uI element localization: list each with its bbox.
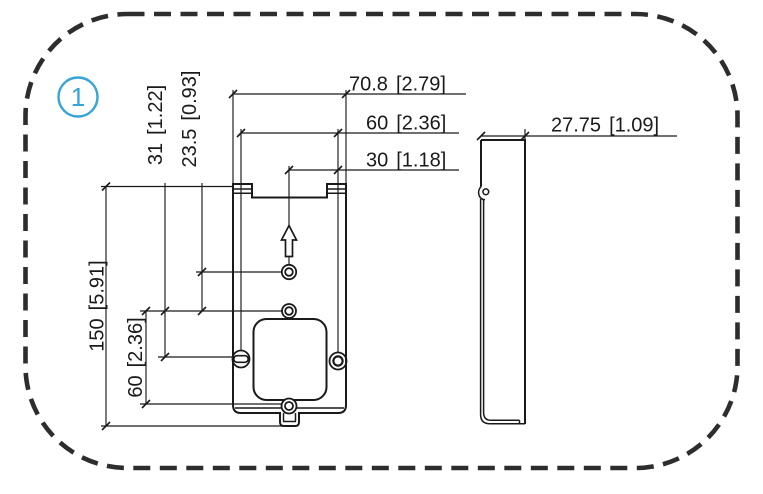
keyhole-inner: [284, 267, 294, 277]
extension-lines: [101, 90, 347, 427]
front-view: [101, 89, 466, 431]
dim-hole-to-screw-line: 31[1.22]: [145, 85, 167, 165]
callout-badge: 1: [57, 76, 99, 118]
up-arrow-icon: [280, 223, 298, 258]
keyhole-outer: [280, 263, 298, 281]
center-hole-inner: [284, 306, 294, 316]
dim-center-to-screw: 30[1.18]: [366, 150, 446, 172]
callout-number: 1: [71, 82, 85, 112]
side-dimension-ticks: [476, 131, 530, 141]
dimension-ticks: [101, 89, 351, 431]
callout-circle-icon: [57, 76, 99, 118]
left-screw-hole: [231, 349, 251, 369]
side-hook-curve: [477, 186, 486, 201]
side-hook-curl: [482, 188, 490, 196]
dashed-figure-border: [23, 11, 740, 471]
dimension-labels: 70.8[2.79] 60[2.36] 30[1.18] 27.75[1.09]…: [87, 71, 660, 398]
dim-hole-to-bottom-hole: 60[2.36]: [125, 317, 147, 397]
dim-overall-height: 150[5.91]: [87, 260, 109, 351]
plate-outline: [232, 183, 347, 427]
side-profile-sheet-outer: [479, 199, 525, 425]
hook-detail-lines: [233, 188, 346, 195]
dim-overall-width: 70.8[2.79]: [349, 74, 446, 96]
right-screw-slot: [332, 355, 344, 367]
side-profile-sheet-inner: [482, 200, 521, 424]
center-hole-outer: [281, 303, 297, 319]
side-view: [476, 129, 677, 425]
dim-screw-spacing: 60[2.36]: [366, 113, 446, 135]
right-screw-hole: [328, 351, 348, 371]
dimension-lines: [105, 93, 466, 426]
bottom-hole-outer: [280, 397, 298, 415]
dim-side-depth: 27.75[1.09]: [551, 115, 659, 137]
side-profile-outline: [480, 139, 526, 424]
bottom-hole-inner: [284, 401, 294, 411]
dim-keyhole-to-hole: 23.5[0.93]: [179, 71, 201, 168]
left-screw-slot: [232, 354, 250, 364]
